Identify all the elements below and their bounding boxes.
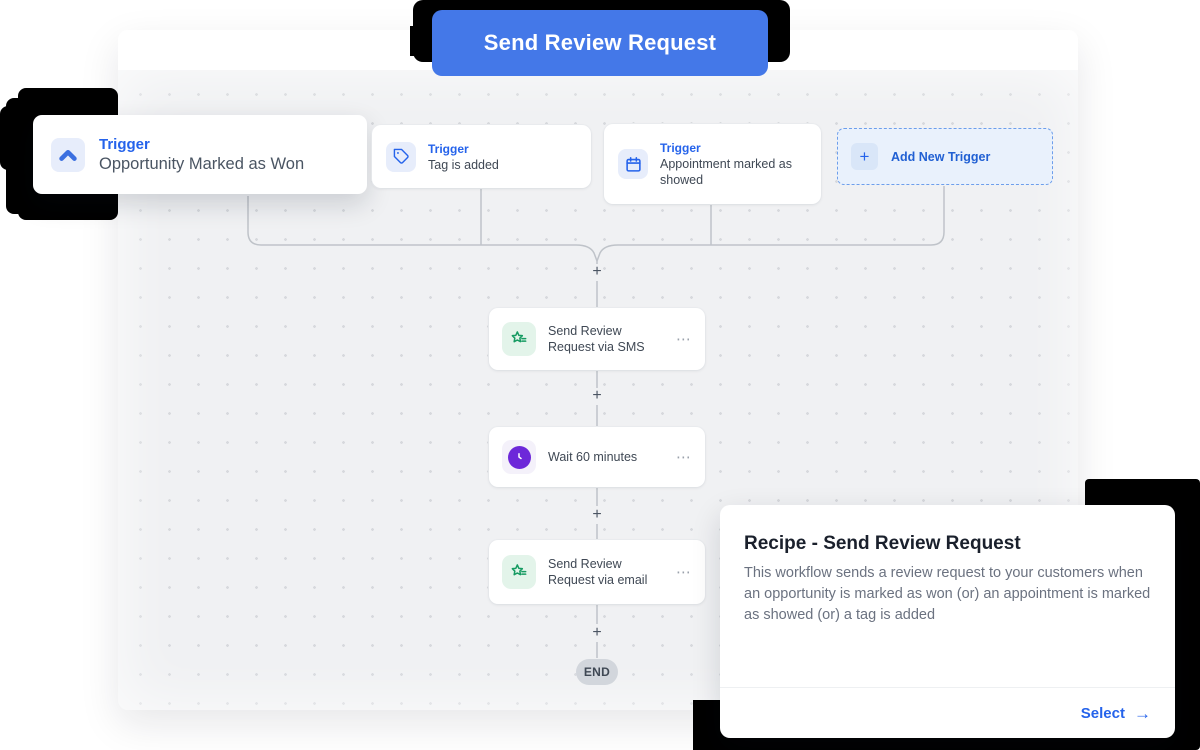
tag-icon [386,141,416,172]
ellipsis-menu-icon[interactable]: ⋯ [676,331,692,348]
glitch-shape [0,106,26,170]
clock-icon [502,440,536,474]
recipe-footer: Select → [720,687,1175,738]
trigger-card-opportunity-won[interactable]: Trigger Opportunity Marked as Won [33,115,367,194]
end-node: END [576,659,618,685]
arrow-right-icon[interactable]: → [1134,703,1151,723]
trigger-type-label: Trigger [99,135,150,153]
review-star-icon [502,322,536,356]
add-step-button[interactable]: + [592,387,602,404]
action-name: Send Review Request via email [548,557,648,587]
review-star-icon [502,555,536,589]
recipe-panel: Recipe - Send Review Request This workfl… [720,505,1175,738]
add-step-button[interactable]: + [592,506,602,523]
trigger-name: Appointment marked as showed [660,157,793,187]
trigger-card-appointment-showed[interactable]: Trigger Appointment marked as showed [604,124,821,204]
trigger-name: Tag is added [428,157,499,172]
action-card-send-sms[interactable]: Send Review Request via SMS ⋯ [489,308,705,370]
ellipsis-menu-icon[interactable]: ⋯ [676,449,692,466]
action-name: Wait 60 minutes [548,450,638,464]
ellipsis-menu-icon[interactable]: ⋯ [676,564,692,581]
action-card-wait[interactable]: Wait 60 minutes ⋯ [489,427,705,487]
add-step-button[interactable]: + [592,263,602,280]
plus-icon: + [851,143,878,170]
action-name: Send Review Request via SMS [548,324,645,354]
recipe-description: This workflow sends a review request to … [744,565,1151,623]
recipe-title: Recipe - Send Review Request [744,533,1021,554]
trigger-type-label: Trigger [660,141,701,155]
select-button[interactable]: Select [1080,704,1125,722]
trigger-card-tag-added[interactable]: Trigger Tag is added [372,125,591,188]
workflow-title: Send Review Request [483,30,717,55]
add-new-trigger-label: Add New Trigger [891,149,991,164]
add-step-button[interactable]: + [592,624,602,641]
workflow-title-banner[interactable]: Send Review Request [432,10,768,76]
action-card-send-email[interactable]: Send Review Request via email ⋯ [489,540,705,604]
chevron-up-icon [51,137,85,172]
trigger-name: Opportunity Marked as Won [99,154,305,173]
calendar-icon [618,149,648,179]
trigger-type-label: Trigger [428,141,469,156]
add-new-trigger-button[interactable]: + Add New Trigger [837,128,1053,185]
